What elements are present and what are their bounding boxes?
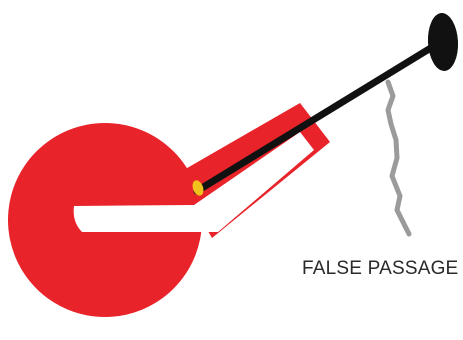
false-passage-path — [388, 82, 409, 234]
false-passage-label: FALSE PASSAGE — [302, 258, 458, 280]
instrument-shaft — [197, 46, 434, 191]
instrument-handle — [427, 12, 460, 71]
